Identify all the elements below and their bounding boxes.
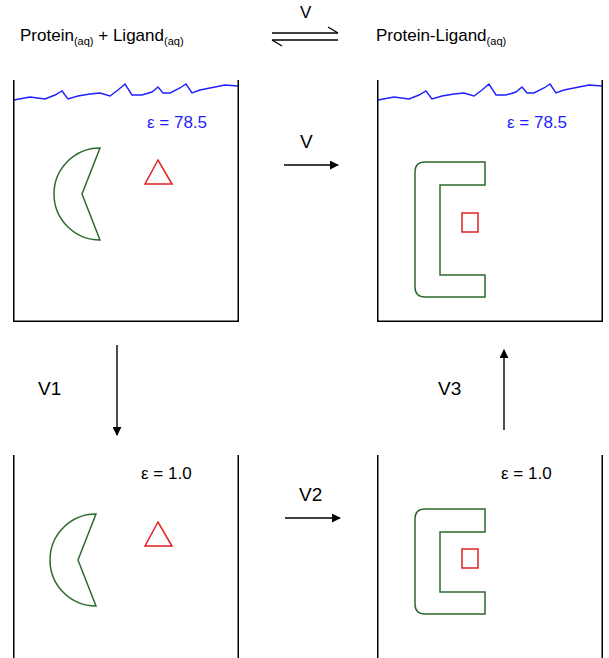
solvent-box: ε = 1.0 [377, 455, 603, 658]
container-wall [13, 455, 15, 658]
water-surface [14, 84, 238, 100]
ligand-triangle [145, 160, 172, 184]
solvent-box: ε = 78.5 [13, 80, 239, 322]
ligand-square [462, 213, 478, 232]
forward-line [272, 32, 338, 33]
container-wall [13, 80, 15, 322]
container-outline [13, 455, 239, 658]
ligand-triangle [145, 522, 172, 546]
process-arrow [284, 164, 338, 165]
container-outline [377, 80, 603, 322]
container-outline [377, 455, 603, 658]
label-holder: V2 [299, 484, 322, 507]
complex-shape [415, 509, 485, 614]
vacuum-bound [415, 509, 485, 614]
protein-shape [50, 514, 96, 606]
reaction-species: Protein-Ligand(aq) [376, 26, 506, 46]
process-label: V1 [38, 378, 61, 401]
process-arrow [285, 517, 340, 518]
complex-shape [415, 162, 485, 297]
process-arrow [503, 350, 504, 430]
dielectric-label: ε = 78.5 [507, 113, 567, 133]
label-holder: V1 [38, 378, 61, 401]
solvent-box: ε = 78.5 [377, 80, 603, 322]
process-label: V [300, 131, 313, 154]
protein-shape [54, 148, 100, 240]
process-label: V3 [438, 378, 461, 401]
equilibrium-symbol: V [300, 3, 311, 23]
dielectric-label: ε = 1.0 [501, 464, 552, 484]
container-wall [13, 321, 239, 323]
container-wall [377, 80, 379, 322]
container-wall [602, 80, 604, 322]
container-wall [238, 455, 240, 658]
label-holder: Protein-Ligand(aq) [376, 26, 506, 46]
reverse-line [272, 39, 338, 40]
process-label: V2 [299, 484, 322, 507]
forward-half-head [328, 27, 338, 33]
container-wall [238, 80, 240, 322]
dielectric-label: ε = 78.5 [147, 113, 207, 133]
container-wall [377, 455, 379, 658]
solvent-box: ε = 1.0 [13, 455, 239, 658]
water-surface [378, 84, 602, 100]
label-holder: V [300, 3, 311, 23]
ligand-square [462, 549, 478, 568]
dielectric-label: ε = 1.0 [141, 464, 192, 484]
process-arrow [116, 345, 117, 435]
label-holder: V [300, 131, 313, 154]
container-wall [377, 321, 603, 323]
reverse-half-head [272, 40, 282, 46]
reaction-species: Protein(aq) + Ligand(aq) [20, 26, 184, 46]
equilibrium-arrows [272, 27, 338, 46]
label-holder: Protein(aq) + Ligand(aq) [20, 26, 184, 46]
container-wall [602, 455, 604, 658]
vacuum-unbound [50, 514, 96, 606]
label-holder: V3 [438, 378, 461, 401]
